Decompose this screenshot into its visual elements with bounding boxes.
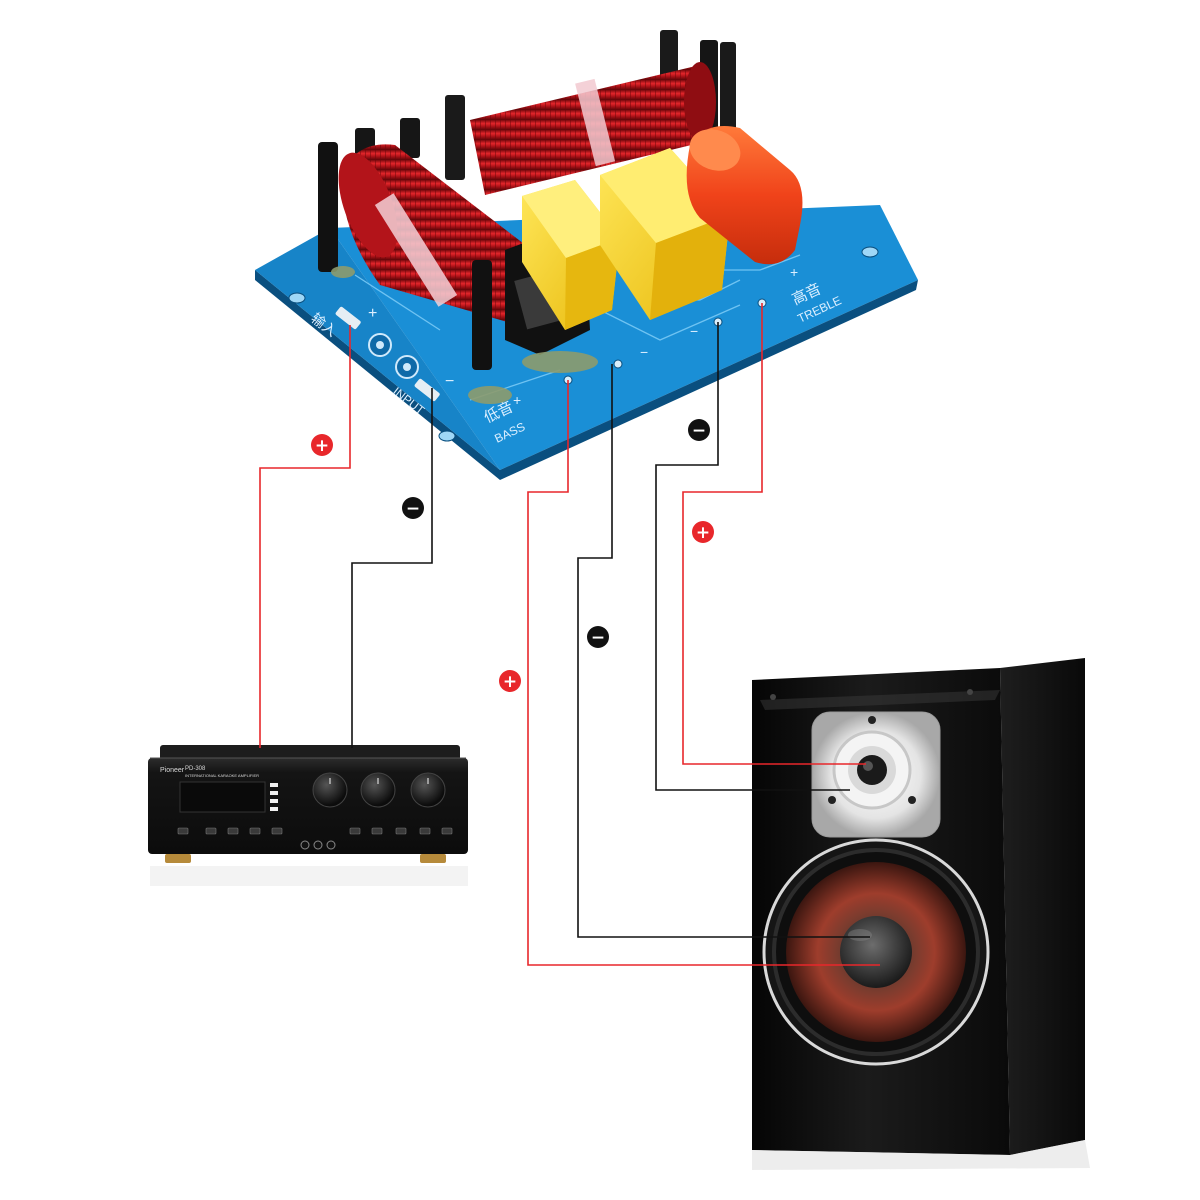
amp-leds (270, 783, 278, 811)
connection-wires (259, 303, 880, 966)
pcb-edge (500, 280, 918, 480)
pcb-edge-left (255, 270, 500, 480)
amp-model: PD-308 (185, 766, 206, 772)
treble-plus-sign: + (790, 264, 798, 280)
treble-capacitor (686, 126, 803, 265)
input-terminals (335, 306, 440, 402)
wire-amp-positive (259, 325, 351, 748)
input-plus-sign: + (368, 305, 377, 322)
negative-badge-amp: − (402, 497, 424, 519)
woofer (762, 838, 990, 1066)
speaker-highlight (760, 690, 1000, 710)
bass-minus-sign: − (640, 344, 648, 360)
svg-text:−: − (406, 499, 420, 519)
svg-text:+: + (315, 436, 329, 456)
crossover-board: INPUT 输入 低音 BASS 高音 TREBLE + − + − + − (255, 30, 918, 480)
bass-capacitor-small (522, 180, 620, 330)
amp-control-buttons[interactable] (177, 827, 453, 835)
positive-badge-amp: + (311, 434, 333, 456)
mic-jack-icon[interactable] (300, 840, 336, 850)
treble-minus-sign: − (690, 323, 698, 339)
screw-icon (288, 246, 879, 442)
amp-subtitle: INTERNATIONAL KARAOKE AMPLIFIER (185, 773, 259, 778)
amplifier: Pioneer PD-308 INTERNATIONAL KARAOKE AMP… (148, 745, 468, 886)
master-knob[interactable] (410, 772, 446, 808)
wire-amp-negative (351, 388, 433, 748)
speaker-side (1000, 658, 1085, 1155)
echo-knob[interactable] (360, 772, 396, 808)
svg-text:+: + (696, 523, 710, 543)
wire-treble-negative (655, 322, 850, 791)
polarity-badges: + − + − − + (311, 419, 714, 692)
amp-reflection (150, 866, 468, 886)
svg-text:−: − (591, 628, 605, 648)
solder-blob (331, 266, 598, 404)
bass-plus-sign: + (513, 392, 521, 408)
svg-text:−: − (692, 421, 706, 441)
speaker-shadow (752, 1140, 1090, 1170)
input-minus-sign: − (445, 373, 454, 390)
wire-bass-negative (577, 364, 870, 938)
speaker-screw-icon (770, 689, 973, 700)
amp-brand: Pioneer (160, 767, 185, 774)
negative-badge-treble: − (688, 419, 710, 441)
amp-feet (165, 854, 446, 863)
positive-badge-treble: + (692, 521, 714, 543)
tweeter (811, 711, 941, 838)
tweeter-screw-icon (828, 716, 916, 804)
volume-knob[interactable] (312, 772, 348, 808)
negative-badge-bass: − (587, 626, 609, 648)
wire-treble-positive (682, 303, 866, 765)
wire-bass-positive (527, 380, 880, 966)
treble-inductor-coil (445, 30, 736, 195)
amp-display (179, 781, 266, 813)
amp-top-panel (160, 745, 460, 761)
svg-text:+: + (503, 672, 517, 692)
bass-capacitor-large (600, 148, 730, 320)
positive-badge-bass: + (499, 670, 521, 692)
bookshelf-speaker (752, 658, 1090, 1170)
